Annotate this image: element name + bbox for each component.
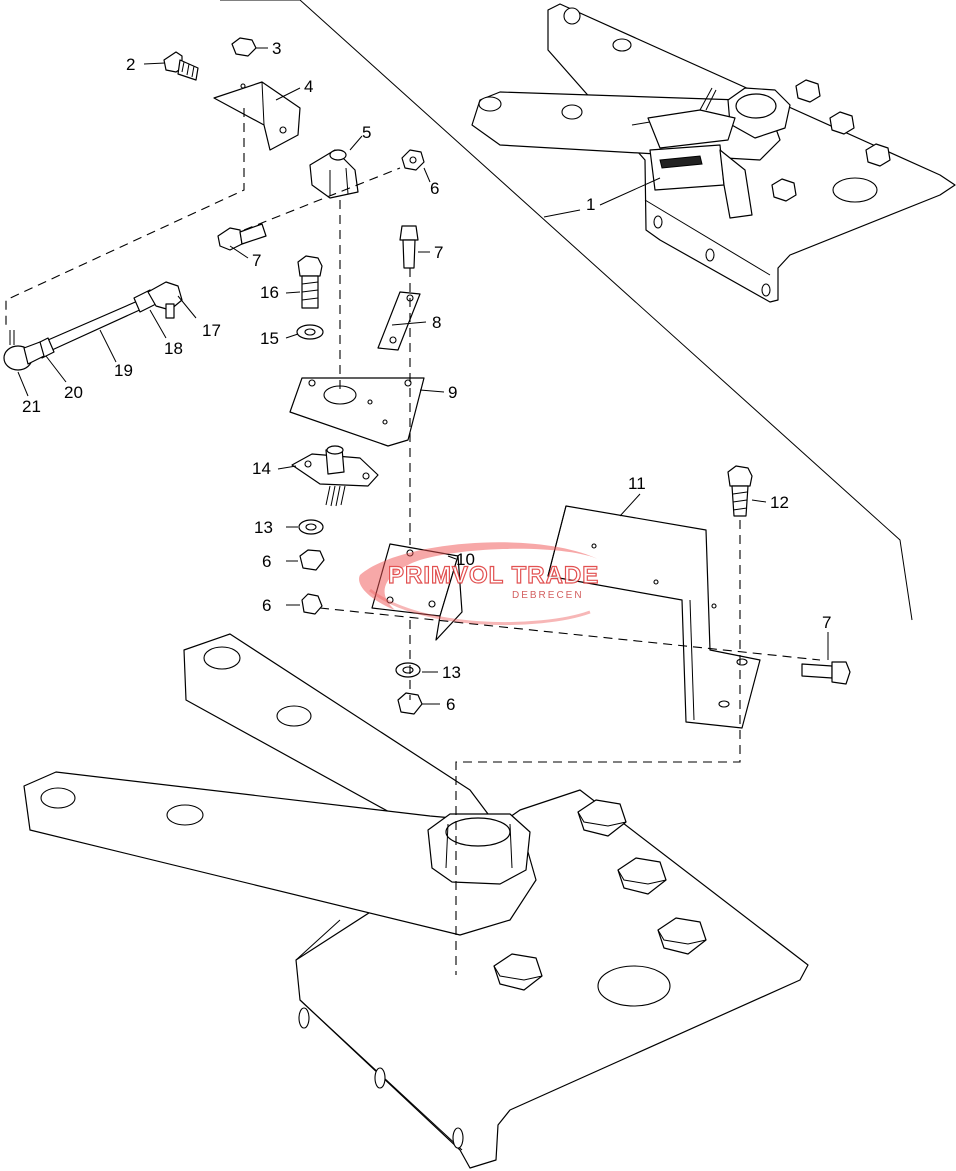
hex-bolt [657, 917, 707, 955]
part-6-nut [301, 593, 323, 615]
inset-bolt [771, 178, 797, 202]
callout-12: 12 [770, 493, 789, 512]
callout-7-right: 7 [822, 613, 831, 632]
callout-15: 15 [260, 329, 279, 348]
callout-13-upper: 13 [254, 518, 273, 537]
callout-21: 21 [22, 397, 41, 416]
part-11-bracket [547, 505, 761, 729]
main-mounting-assembly [23, 633, 809, 1169]
part-15-washer [296, 324, 324, 340]
callout-10: 10 [456, 550, 475, 569]
hex-bolt [577, 799, 627, 837]
part-2-screw [163, 51, 199, 81]
part-9-plate [289, 377, 425, 447]
part-7-screw [801, 661, 851, 685]
part-17-ball-joint [147, 281, 183, 319]
part-7-screw [217, 223, 267, 251]
callout-11: 11 [628, 474, 646, 493]
callout-18: 18 [164, 339, 183, 358]
callout-6-side: 6 [262, 596, 271, 615]
callout-16: 16 [260, 283, 279, 302]
part-16-bolt [297, 255, 323, 309]
hex-bolt [617, 857, 667, 895]
part-3-nut [231, 37, 257, 57]
callout-14: 14 [252, 459, 271, 478]
callout-17: 17 [202, 321, 221, 340]
part-13-washer [395, 662, 421, 678]
callout-6-top: 6 [430, 179, 439, 198]
callout-8: 8 [432, 313, 441, 332]
part-19-rod [47, 299, 145, 351]
callout-20: 20 [64, 383, 83, 402]
part-5-switch [309, 149, 359, 199]
part-6-nut [299, 549, 325, 571]
callout-3: 3 [272, 39, 281, 58]
callout-2: 2 [126, 55, 135, 74]
callout-9: 9 [448, 383, 457, 402]
callout-5: 5 [362, 123, 371, 142]
inset-bolt [829, 111, 855, 135]
part-6-nut [401, 149, 425, 171]
divider-line [220, 0, 913, 621]
callout-6-lower: 6 [446, 695, 455, 714]
callout-19: 19 [114, 361, 133, 380]
inset-bolt [795, 79, 821, 103]
alignment-lines [5, 108, 821, 975]
part-12-bolt [727, 465, 753, 517]
leader-lines [17, 47, 829, 705]
hex-bolt [493, 953, 543, 991]
callout-7-vertical: 7 [434, 243, 443, 262]
callout-4: 4 [304, 77, 313, 96]
inset-bolt [865, 143, 891, 167]
watermark-subtext: DEBRECEN [512, 590, 584, 601]
part-7-vertical-screw [399, 225, 419, 269]
part-4-bracket [213, 81, 301, 151]
callout-7-left: 7 [252, 251, 261, 270]
watermark-text: PRIMVOL TRADE [388, 562, 599, 589]
callout-labels: 1 2 3 4 5 6 7 7 8 9 10 11 12 13 6 6 7 13… [22, 39, 831, 714]
watermark-logo: PRIMVOL TRADE DEBRECEN [359, 542, 600, 625]
inset-assembly [471, 3, 956, 303]
part-14-sensor [291, 445, 379, 507]
callout-6-mid: 6 [262, 552, 271, 571]
part-21-ball-joint [3, 330, 45, 371]
part-13-washer [298, 519, 324, 535]
part-8-strap [377, 291, 421, 351]
callout-13-lower: 13 [442, 663, 461, 682]
callout-1: 1 [586, 195, 595, 214]
